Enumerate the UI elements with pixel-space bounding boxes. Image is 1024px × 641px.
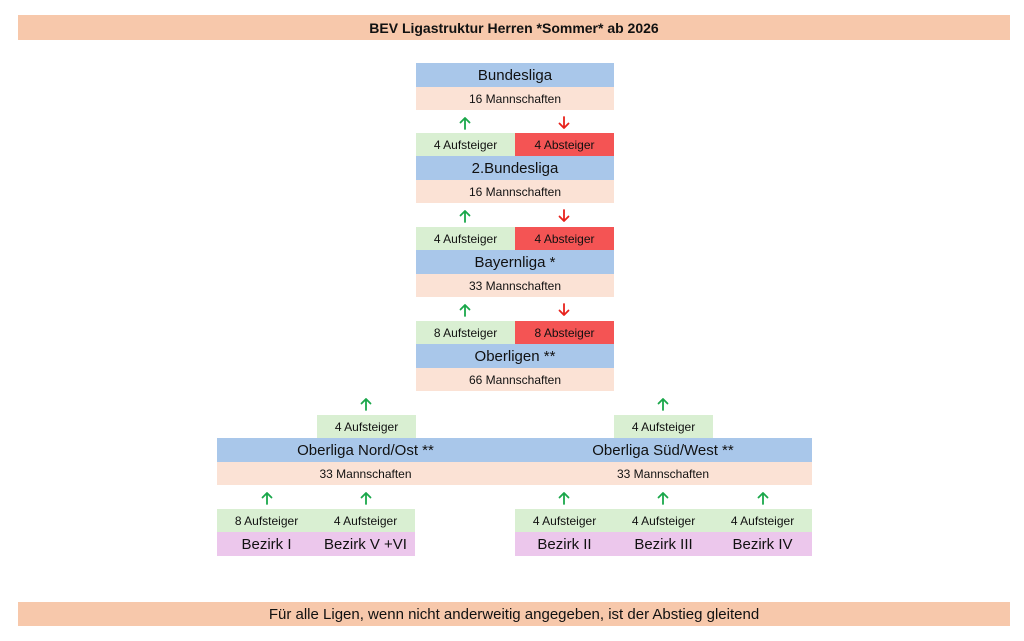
- promotion-bezirk-i: 8 Aufsteiger: [217, 509, 316, 532]
- relegation-bundesliga: 4 Absteiger: [515, 133, 614, 156]
- teams-oberliga-sued-west: 33 Mannschaften: [514, 462, 812, 485]
- arrow-up-icon: [655, 490, 671, 506]
- relegation-label: 4 Absteiger: [534, 137, 595, 152]
- team-count: 16 Mannschaften: [468, 91, 562, 106]
- promotion-nord-ost: 4 Aufsteiger: [317, 415, 416, 438]
- league-name: Bundesliga: [477, 66, 553, 84]
- promotion-label: 4 Aufsteiger: [631, 513, 696, 528]
- league-oberliga-sued-west: Oberliga Süd/West **: [514, 438, 812, 462]
- teams-oberligen: 66 Mannschaften: [416, 368, 614, 391]
- league-name: Oberliga Süd/West **: [592, 441, 734, 459]
- district-name: Bezirk I: [241, 535, 292, 553]
- promotion-bayernliga: 4 Aufsteiger: [416, 227, 515, 250]
- promotion-label: 4 Aufsteiger: [433, 231, 498, 246]
- promotion-label: 4 Aufsteiger: [631, 419, 696, 434]
- promotion-label: 8 Aufsteiger: [433, 325, 498, 340]
- promotion-label: 4 Aufsteiger: [333, 513, 398, 528]
- footer-note: Für alle Ligen, wenn nicht anderweitig a…: [268, 605, 760, 623]
- arrow-up-icon: [655, 396, 671, 412]
- arrow-up-icon: [259, 490, 275, 506]
- league-name: 2.Bundesliga: [471, 159, 559, 177]
- relegation-2bundesliga: 4 Absteiger: [515, 227, 614, 250]
- promotion-bezirk-iii: 4 Aufsteiger: [614, 509, 713, 532]
- league-name: Oberligen **: [474, 347, 556, 365]
- league-bayernliga: Bayernliga *: [416, 250, 614, 274]
- arrow-up-icon: [358, 396, 374, 412]
- league-oberligen: Oberligen **: [416, 344, 614, 368]
- relegation-label: 4 Absteiger: [534, 231, 595, 246]
- promotion-oberligen: 8 Aufsteiger: [416, 321, 515, 344]
- arrow-up-icon: [755, 490, 771, 506]
- promotion-label: 4 Aufsteiger: [730, 513, 795, 528]
- footer-banner: Für alle Ligen, wenn nicht anderweitig a…: [18, 602, 1010, 626]
- district-bezirk-i: Bezirk I: [217, 532, 316, 556]
- arrow-up-icon: [358, 490, 374, 506]
- team-count: 33 Mannschaften: [616, 466, 710, 481]
- league-name: Bayernliga *: [474, 253, 556, 271]
- promotion-label: 8 Aufsteiger: [234, 513, 299, 528]
- title-banner: BEV Ligastruktur Herren *Sommer* ab 2026: [18, 15, 1010, 40]
- arrow-down-icon: [556, 302, 572, 318]
- teams-bayernliga: 33 Mannschaften: [416, 274, 614, 297]
- arrow-down-icon: [556, 208, 572, 224]
- team-count: 33 Mannschaften: [468, 278, 562, 293]
- district-bezirk-ii: Bezirk II: [515, 532, 614, 556]
- team-count: 33 Mannschaften: [319, 466, 412, 481]
- promotion-bezirk-v-vi: 4 Aufsteiger: [316, 509, 415, 532]
- arrow-up-icon: [457, 302, 473, 318]
- district-name: Bezirk III: [634, 535, 693, 553]
- promotion-label: 4 Aufsteiger: [433, 137, 498, 152]
- district-bezirk-iv: Bezirk IV: [713, 532, 812, 556]
- promotion-label: 4 Aufsteiger: [334, 419, 399, 434]
- teams-2bundesliga: 16 Mannschaften: [416, 180, 614, 203]
- district-name: Bezirk V +VI: [324, 535, 407, 553]
- teams-oberliga-nord-ost: 33 Mannschaften: [217, 462, 514, 485]
- district-name: Bezirk II: [537, 535, 592, 553]
- team-count: 66 Mannschaften: [468, 372, 562, 387]
- league-2bundesliga: 2.Bundesliga: [416, 156, 614, 180]
- relegation-label: 8 Absteiger: [534, 325, 595, 340]
- page-title: BEV Ligastruktur Herren *Sommer* ab 2026: [369, 19, 659, 36]
- league-bundesliga: Bundesliga: [416, 63, 614, 87]
- arrow-up-icon: [457, 115, 473, 131]
- arrow-up-icon: [556, 490, 572, 506]
- team-count: 16 Mannschaften: [468, 184, 562, 199]
- district-bezirk-v-vi: Bezirk V +VI: [316, 532, 415, 556]
- promotion-sued-west: 4 Aufsteiger: [614, 415, 713, 438]
- league-name: Oberliga Nord/Ost **: [297, 441, 434, 459]
- promotion-2bundesliga: 4 Aufsteiger: [416, 133, 515, 156]
- promotion-bezirk-ii: 4 Aufsteiger: [515, 509, 614, 532]
- relegation-bayernliga: 8 Absteiger: [515, 321, 614, 344]
- district-name: Bezirk IV: [732, 535, 793, 553]
- promotion-label: 4 Aufsteiger: [532, 513, 597, 528]
- district-bezirk-iii: Bezirk III: [614, 532, 713, 556]
- promotion-bezirk-iv: 4 Aufsteiger: [713, 509, 812, 532]
- arrow-down-icon: [556, 115, 572, 131]
- arrow-up-icon: [457, 208, 473, 224]
- league-oberliga-nord-ost: Oberliga Nord/Ost **: [217, 438, 514, 462]
- teams-bundesliga: 16 Mannschaften: [416, 87, 614, 110]
